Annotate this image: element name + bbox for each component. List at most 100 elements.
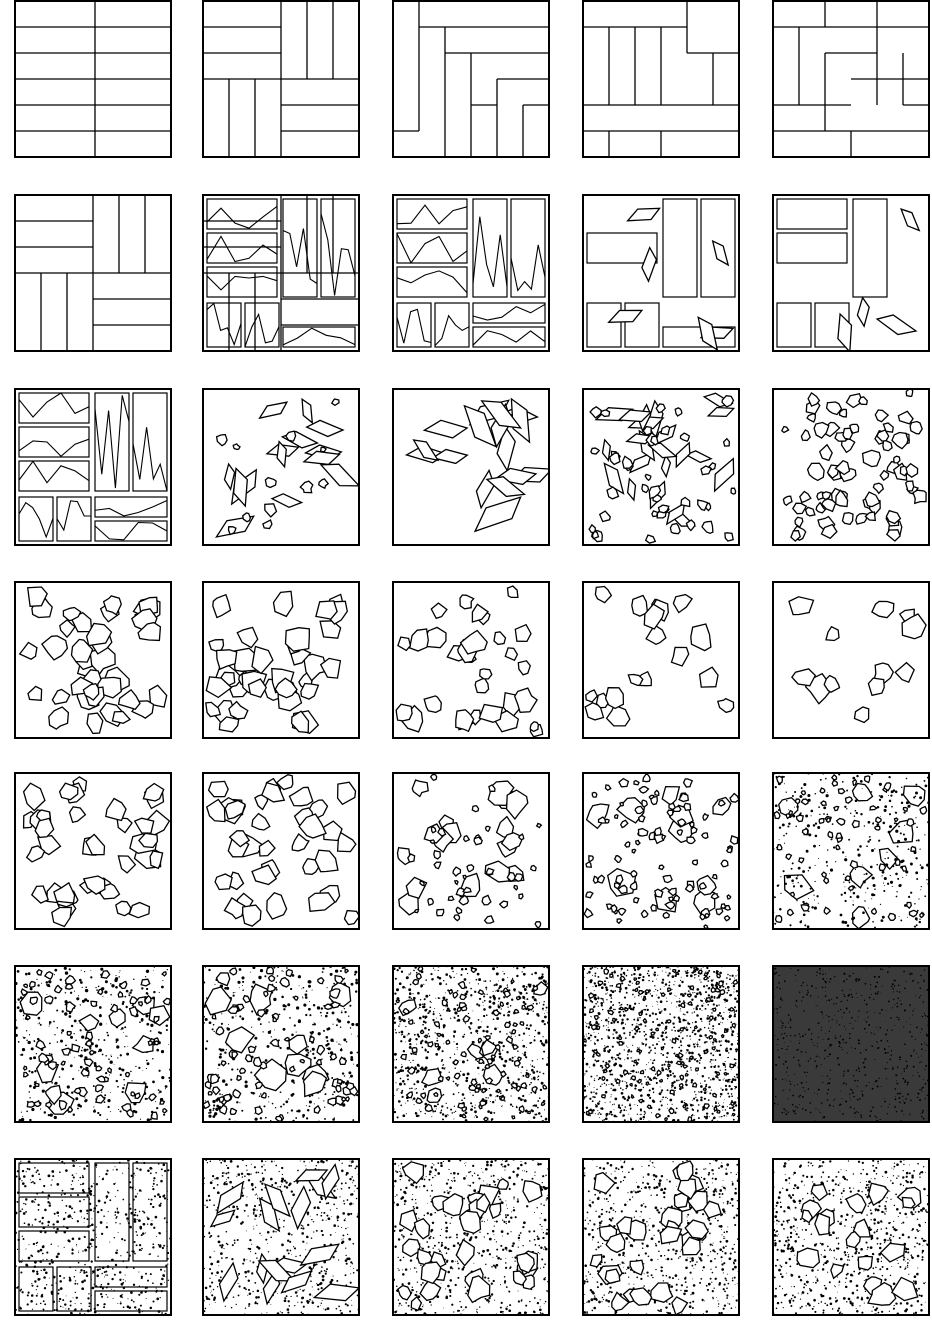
grit-speck — [891, 1050, 892, 1051]
grit-speck — [686, 1027, 687, 1028]
grit-speck — [467, 1072, 470, 1075]
grit-speck — [822, 1082, 823, 1083]
grit-speck — [466, 1077, 469, 1080]
pattern-tile-basket-weave — [203, 1, 359, 157]
grit-speck — [205, 967, 206, 968]
grit-speck — [851, 1017, 853, 1019]
grit-speck — [472, 1095, 474, 1097]
grit-speck — [623, 1011, 625, 1013]
grit-speck — [661, 1064, 663, 1066]
grit-speck — [107, 1034, 109, 1036]
grit-speck — [606, 1115, 608, 1117]
grit-speck — [867, 887, 869, 889]
pebble — [413, 980, 419, 985]
grit-speck — [218, 1068, 219, 1069]
grit-speck — [627, 1004, 629, 1006]
pebble — [730, 1008, 734, 1011]
grit-speck — [917, 1097, 918, 1098]
grit-speck — [589, 1084, 590, 1085]
grit-speck — [874, 976, 876, 978]
grit-speck — [884, 885, 885, 886]
grit-speck — [215, 1109, 216, 1110]
grit-speck — [327, 1048, 328, 1049]
grit-speck — [614, 1115, 617, 1118]
grit-speck — [267, 1045, 270, 1048]
grit-speck — [459, 1114, 462, 1117]
grit-speck — [722, 1022, 723, 1023]
grit-speck — [410, 972, 411, 973]
grit-speck — [732, 1078, 733, 1079]
grit-speck — [695, 1094, 696, 1095]
pebble — [328, 1098, 336, 1105]
grit-speck — [918, 898, 919, 899]
pebble — [602, 1095, 606, 1098]
grit-speck — [729, 1107, 731, 1109]
grit-speck — [888, 1046, 889, 1047]
grit-speck — [320, 1012, 322, 1014]
grit-speck — [417, 992, 420, 995]
grit-speck — [805, 1052, 806, 1053]
grit-speck — [844, 806, 846, 808]
grit-speck — [593, 1064, 596, 1067]
grit-speck — [876, 1080, 878, 1082]
grit-speck — [526, 998, 528, 1000]
pebble — [619, 1042, 623, 1046]
grit-speck — [279, 1047, 281, 1049]
grit-speck — [467, 973, 468, 974]
grit-speck — [41, 983, 42, 984]
grit-speck — [919, 796, 922, 799]
grit-speck — [510, 1103, 512, 1105]
grit-speck — [690, 1027, 691, 1028]
grit-speck — [594, 1080, 595, 1081]
grit-speck — [613, 1004, 614, 1005]
grit-speck — [654, 991, 655, 992]
grit-speck — [500, 990, 502, 992]
grit-speck — [884, 858, 885, 859]
pebble — [652, 511, 658, 517]
grit-speck — [693, 1043, 695, 1045]
grit-speck — [348, 1015, 349, 1016]
grit-speck — [633, 1019, 635, 1021]
grit-speck — [398, 1016, 400, 1018]
grit-speck — [54, 969, 57, 972]
grit-speck — [660, 1100, 662, 1102]
grit-speck — [734, 1076, 735, 1077]
grit-speck — [504, 1100, 506, 1102]
grit-speck — [661, 1010, 662, 1011]
grit-speck — [76, 997, 79, 1000]
grit-speck — [415, 1038, 417, 1040]
grit-speck — [410, 984, 412, 986]
grit-speck — [696, 1099, 698, 1101]
pebble — [688, 1002, 691, 1005]
pebble — [903, 808, 907, 812]
pebble — [682, 1062, 685, 1066]
grit-speck — [719, 1012, 721, 1014]
pebble — [528, 1005, 534, 1010]
grit-speck — [105, 1055, 107, 1057]
grit-speck — [626, 1082, 628, 1084]
pebble — [791, 892, 795, 896]
grit-speck — [877, 1086, 879, 1088]
grit-speck — [446, 983, 447, 984]
grit-speck — [692, 1031, 694, 1033]
grit-speck — [684, 1108, 686, 1110]
pebble — [683, 1105, 686, 1108]
grit-speck — [705, 1008, 707, 1010]
grit-speck — [794, 1085, 795, 1086]
grit-speck — [731, 1093, 733, 1095]
grit-speck — [434, 1105, 436, 1107]
grit-speck — [453, 1093, 455, 1095]
grit-speck — [700, 1018, 702, 1020]
grit-speck — [888, 831, 891, 834]
grit-speck — [820, 779, 822, 781]
pebble — [713, 1008, 716, 1011]
grit-speck — [241, 1017, 244, 1020]
pattern-tile-pinwheel — [773, 1, 929, 157]
grit-speck — [734, 989, 735, 990]
grit-speck — [231, 1016, 233, 1018]
grit-speck — [827, 1089, 829, 1091]
grit-speck — [822, 978, 824, 980]
pebble — [865, 776, 870, 783]
grit-speck — [713, 971, 715, 973]
grit-speck — [819, 814, 820, 815]
